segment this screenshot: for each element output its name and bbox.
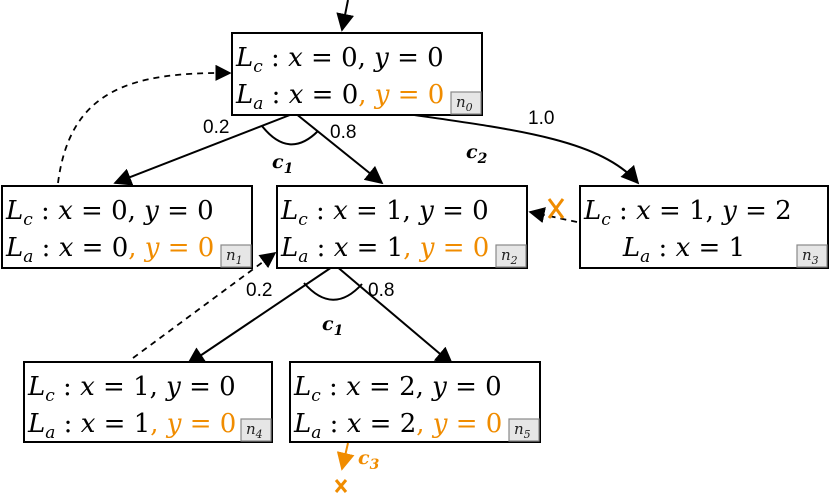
edge-n0-n2 xyxy=(294,112,384,185)
edge-label-c1-bottom: c1 xyxy=(322,313,343,339)
node-box xyxy=(579,185,829,269)
edge-label-c2: c2 xyxy=(466,141,488,167)
node-concrete-label: Lc : x = 0, y = 0 xyxy=(235,43,444,77)
edge-n0-n3 xyxy=(399,112,640,185)
prob-label-c1-bottom-left: 0.2 xyxy=(246,280,272,301)
node-id-label: n5 xyxy=(514,420,531,441)
prob-label-c1-top-right: 0.8 xyxy=(330,122,356,143)
edge-label-c1-top: c1 xyxy=(272,151,293,177)
node-concrete-label: Lc : x = 2, y = 0 xyxy=(293,372,502,406)
edge-n2-n5 xyxy=(334,264,454,366)
node-abstract-label: La : x = 0, y = 0 xyxy=(235,80,444,114)
node-box xyxy=(23,361,273,443)
node-id-label: n2 xyxy=(501,246,518,267)
node-concrete-label: Lc : x = 1, y = 2 xyxy=(583,196,792,230)
node-concrete-label: Lc : x = 1, y = 0 xyxy=(280,196,489,230)
tree-node-2: Lc : x = 1, y = 0La : x = 1, y = 0 n2 xyxy=(276,185,528,269)
node-concrete-label: Lc : x = 1, y = 0 xyxy=(27,372,236,406)
node-abstract-label: La : x = 1 xyxy=(622,233,745,267)
node-id-tag xyxy=(508,418,540,442)
node-box xyxy=(289,361,541,443)
tree-node-0: Lc : x = 0, y = 0La : x = 0, y = 0 n0 xyxy=(231,32,483,116)
node-id-tag xyxy=(796,244,828,268)
and-arc-top xyxy=(261,125,319,146)
node-abstract-label: La : x = 1, y = 0 xyxy=(280,233,489,267)
pruned-cross-n3 xyxy=(547,198,565,219)
node-id-label: n1 xyxy=(226,246,243,267)
node-id-label: n3 xyxy=(802,246,819,267)
dashed-edge-n3-n2 xyxy=(528,207,578,223)
tree-node-5: Lc : x = 2, y = 0La : x = 2, y = 0 n5 xyxy=(289,361,541,443)
node-box xyxy=(231,32,483,116)
root-entry-arrow xyxy=(336,0,355,32)
prob-label-c1-bottom-right: 0.8 xyxy=(368,280,394,301)
node-box xyxy=(1,185,253,269)
node-id-tag xyxy=(240,418,272,442)
node-id-tag xyxy=(495,244,527,268)
node-abstract-label: La : x = 0, y = 0 xyxy=(5,233,214,267)
node-id-label: n0 xyxy=(456,93,473,114)
and-arc-bottom xyxy=(303,282,363,301)
dashed-edge-n4-n2 xyxy=(132,252,277,359)
node-id-tag xyxy=(450,91,482,115)
edge-c3-arrow xyxy=(336,442,355,471)
prob-label-c2: 1.0 xyxy=(528,108,554,129)
tree-node-4: Lc : x = 1, y = 0La : x = 1, y = 0 n4 xyxy=(23,361,273,443)
node-id-tag xyxy=(220,244,252,268)
prob-label-c1-top-left: 0.2 xyxy=(203,117,229,138)
node-concrete-label: Lc : x = 0, y = 0 xyxy=(5,196,214,230)
node-box xyxy=(276,185,528,269)
edge-n2-n4 xyxy=(186,264,336,366)
pruned-cross-c3 xyxy=(334,479,348,493)
edge-label-c3: c3 xyxy=(358,447,380,473)
node-id-label: n4 xyxy=(246,420,263,441)
node-abstract-label: La : x = 2, y = 0 xyxy=(293,409,502,443)
tree-node-1: Lc : x = 0, y = 0La : x = 0, y = 0 n1 xyxy=(1,185,253,269)
node-abstract-label: La : x = 1, y = 0 xyxy=(27,409,236,443)
tree-node-3: Lc : x = 1, y = 2La : x = 1 n3 xyxy=(579,185,829,269)
edge-n0-n1 xyxy=(113,112,296,186)
